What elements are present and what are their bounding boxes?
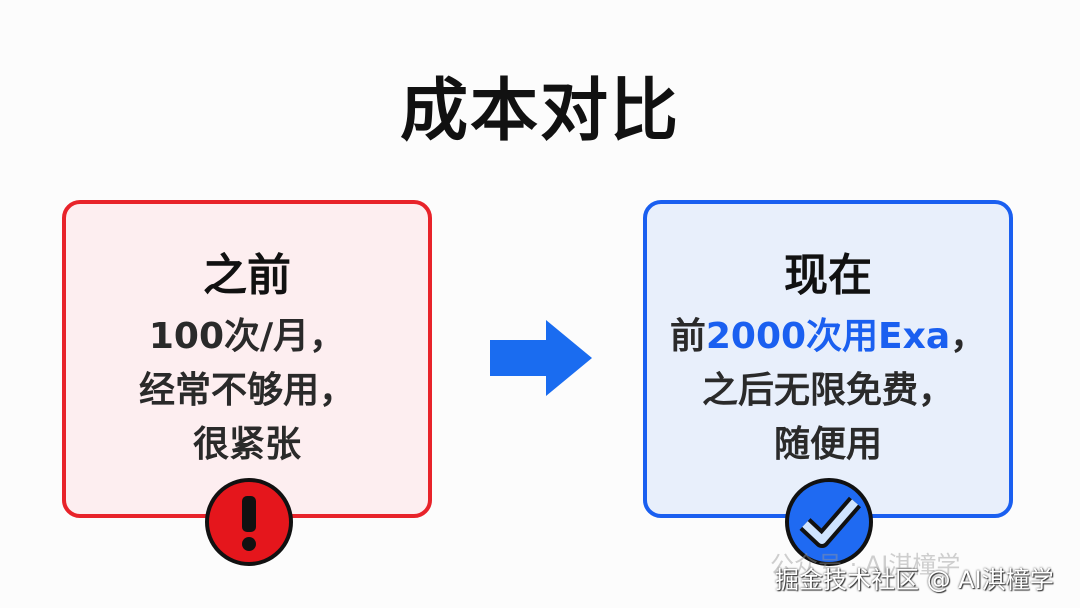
after-line: 之后无限免费，	[701, 370, 954, 411]
before-card: 之前 100次/月， 经常不够用， 很紧张	[62, 200, 432, 518]
arrow-right-icon	[490, 320, 592, 396]
after-line: 前2000次用Exa，	[647, 310, 1009, 364]
exclamation-icon	[205, 478, 293, 566]
after-line-suffix: ，	[950, 316, 987, 357]
watermark-faded: 公众号 · AI淇橦学	[770, 551, 961, 579]
before-body: 100次/月， 经常不够用， 很紧张	[66, 310, 428, 472]
before-line: 经常不够用，	[138, 370, 355, 411]
after-line-highlight: 2000次用Exa	[705, 316, 951, 357]
after-card: 现在 前2000次用Exa， 之后无限免费， 随便用	[643, 200, 1013, 518]
after-heading: 现在	[784, 250, 872, 301]
after-line: 随便用	[773, 424, 882, 465]
after-line-prefix: 前	[669, 316, 706, 357]
after-body: 前2000次用Exa， 之后无限免费， 随便用	[647, 310, 1009, 472]
checkmark-icon	[785, 478, 873, 566]
before-line: 100次/月，	[148, 316, 346, 357]
before-line: 很紧张	[192, 424, 301, 465]
page-title: 成本对比	[399, 72, 680, 151]
before-heading: 之前	[203, 250, 291, 301]
watermark-main: 掘金技术社区 @ AI淇橦学	[775, 566, 1054, 594]
